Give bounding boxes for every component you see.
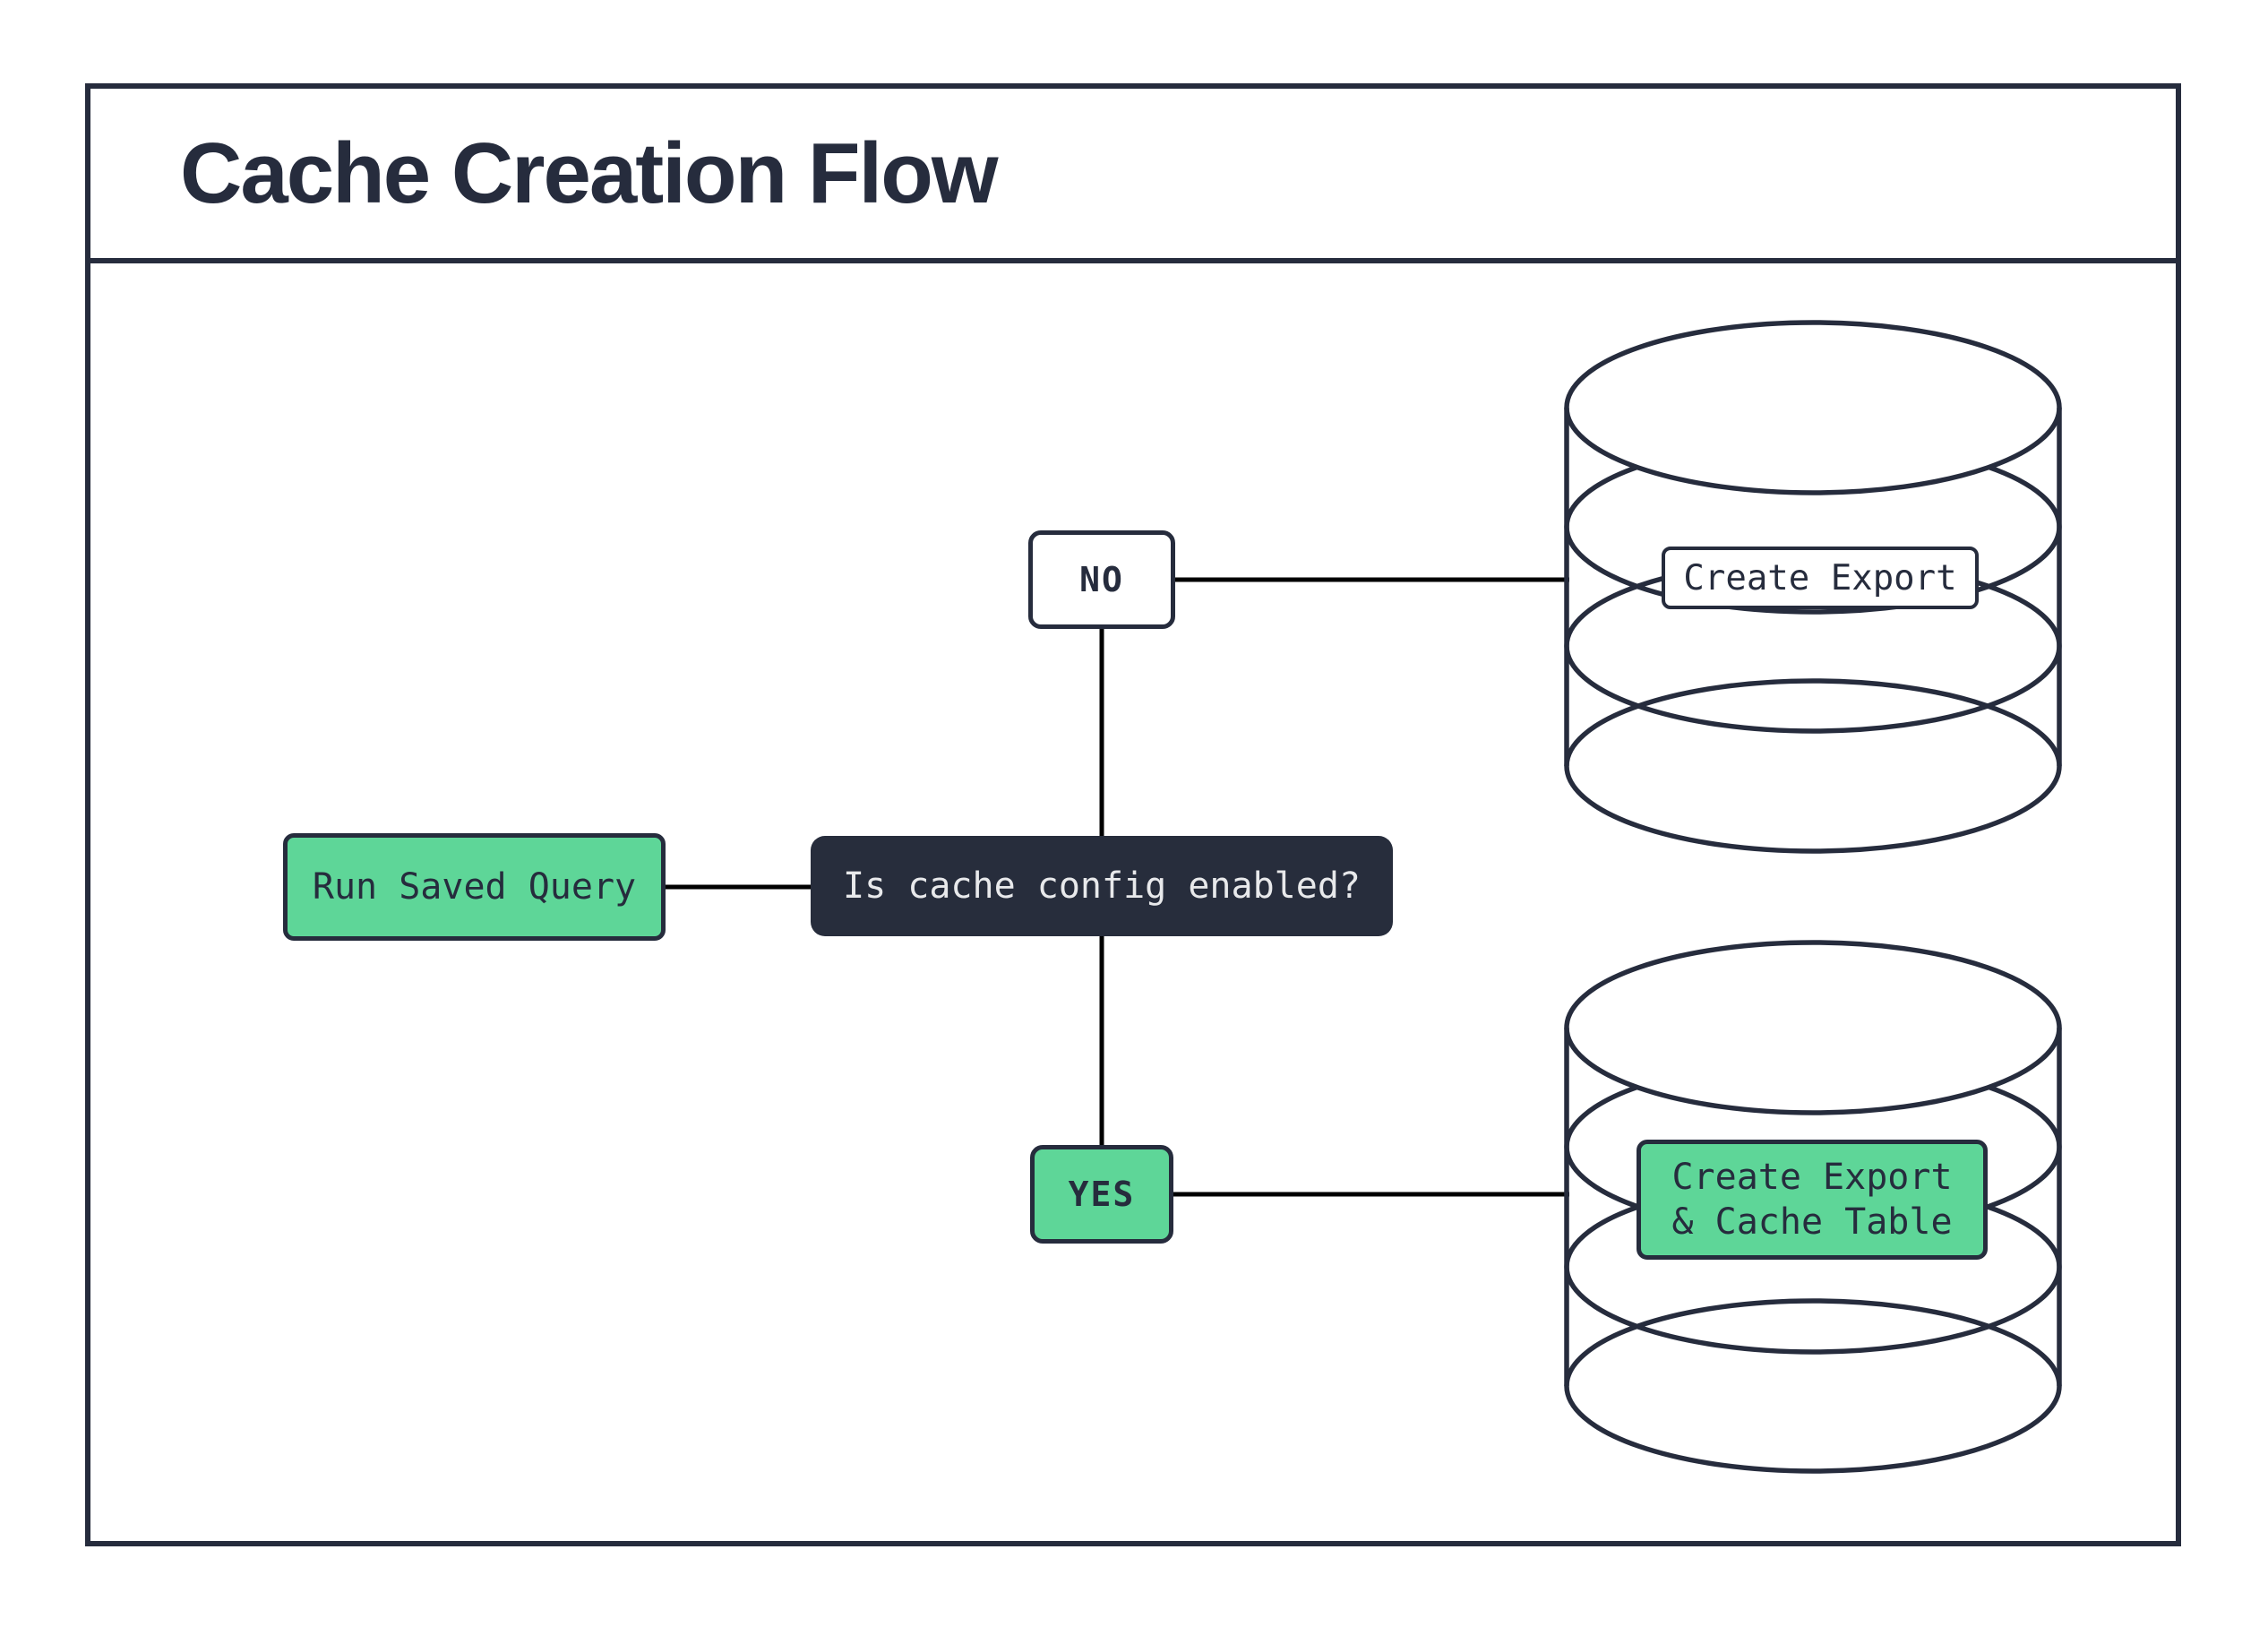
decision-node-label: Is cache config enabled? [843,865,1361,907]
start-node: Run Saved Query [283,833,666,941]
create-export-label: Create Export [1683,557,1957,598]
no-branch-label: NO [1079,560,1124,599]
create-export-cache-label: Create Export & Cache Table [1671,1157,1953,1243]
page-header: Cache Creation Flow [90,89,2176,263]
create-export-cache-node: Create Export & Cache Table [1637,1140,1988,1260]
start-node-label: Run Saved Query [312,866,637,908]
database-icon-bottom [1564,940,2062,1474]
yes-branch-node: YES [1030,1145,1173,1244]
create-export-node: Create Export [1662,547,1979,609]
page-title: Cache Creation Flow [180,125,998,221]
no-branch-node: NO [1028,530,1175,629]
database-icon-top [1564,320,2062,854]
decision-node: Is cache config enabled? [811,836,1393,936]
yes-branch-label: YES [1068,1175,1136,1214]
